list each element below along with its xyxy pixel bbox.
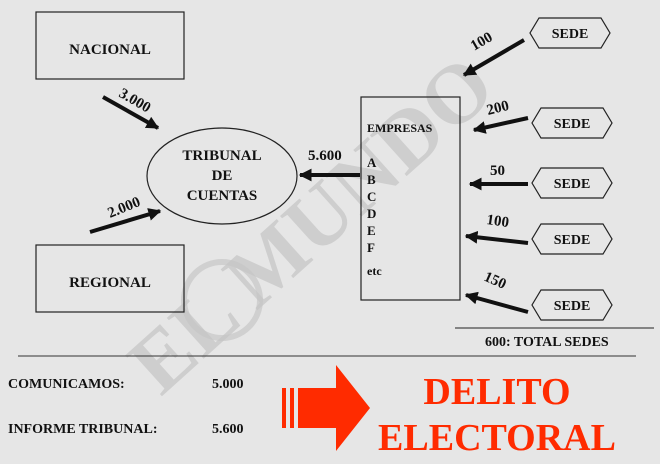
tribunal-line1: TRIBUNAL xyxy=(182,148,261,164)
empresas-letter: E xyxy=(367,223,376,238)
verdict-line2: ELECTORAL xyxy=(378,417,616,459)
comunicamos-label: COMUNICAMOS: xyxy=(8,377,125,392)
empresas-letter: C xyxy=(367,189,376,204)
sede-label: SEDE xyxy=(554,233,591,248)
sede-amount: 100 xyxy=(485,212,510,231)
regional-box xyxy=(35,244,185,313)
sede-box xyxy=(531,289,613,321)
sede-amount: 100 xyxy=(468,29,495,54)
sede-label: SEDE xyxy=(554,177,591,192)
tribunal-line3: CUENTAS xyxy=(187,188,258,204)
sede-box xyxy=(531,223,613,255)
sede-box xyxy=(529,17,611,49)
nacional-label: NACIONAL xyxy=(69,42,151,58)
empresas-letter: A xyxy=(367,155,377,170)
sede-label: SEDE xyxy=(554,299,591,314)
sede-amount: 50 xyxy=(490,163,505,179)
informe-label: INFORME TRIBUNAL: xyxy=(8,422,157,437)
comunicamos-value: 5.000 xyxy=(212,377,244,392)
total-sedes: 600: TOTAL SEDES xyxy=(485,335,609,350)
empresas-letter: B xyxy=(367,172,376,187)
empresas-title: EMPRESAS xyxy=(367,121,433,135)
amount-nacional: 3.000 xyxy=(116,86,153,117)
sede-arrow xyxy=(462,38,526,77)
sede-box xyxy=(531,167,613,199)
arrow-nacional-to-tribunal xyxy=(102,95,160,130)
sede-arrow xyxy=(464,230,529,245)
amount-tribunal-incoming: 5.600 xyxy=(308,148,342,164)
watermark: EL MUNDO xyxy=(111,38,511,412)
arrow-regional-to-tribunal xyxy=(89,208,162,234)
sede-arrow xyxy=(472,116,529,134)
informe-value: 5.600 xyxy=(212,422,244,437)
empresas-letter: etc xyxy=(367,264,382,278)
tribunal-line2: DE xyxy=(212,168,233,184)
empresas-box xyxy=(360,96,461,301)
empresas-letter: D xyxy=(367,206,376,221)
sede-amount: 200 xyxy=(485,98,511,119)
verdict-line1: DELITO xyxy=(423,371,570,413)
sede-arrow xyxy=(464,291,529,314)
sede-label: SEDE xyxy=(552,27,589,42)
regional-label: REGIONAL xyxy=(69,275,151,291)
big-red-arrow xyxy=(282,365,370,451)
sede-box xyxy=(531,107,613,139)
empresas-letter: F xyxy=(367,240,375,255)
sede-amount: 150 xyxy=(481,269,508,293)
tribunal-ellipse xyxy=(146,127,298,225)
sede-label: SEDE xyxy=(554,117,591,132)
nacional-box xyxy=(35,11,185,80)
